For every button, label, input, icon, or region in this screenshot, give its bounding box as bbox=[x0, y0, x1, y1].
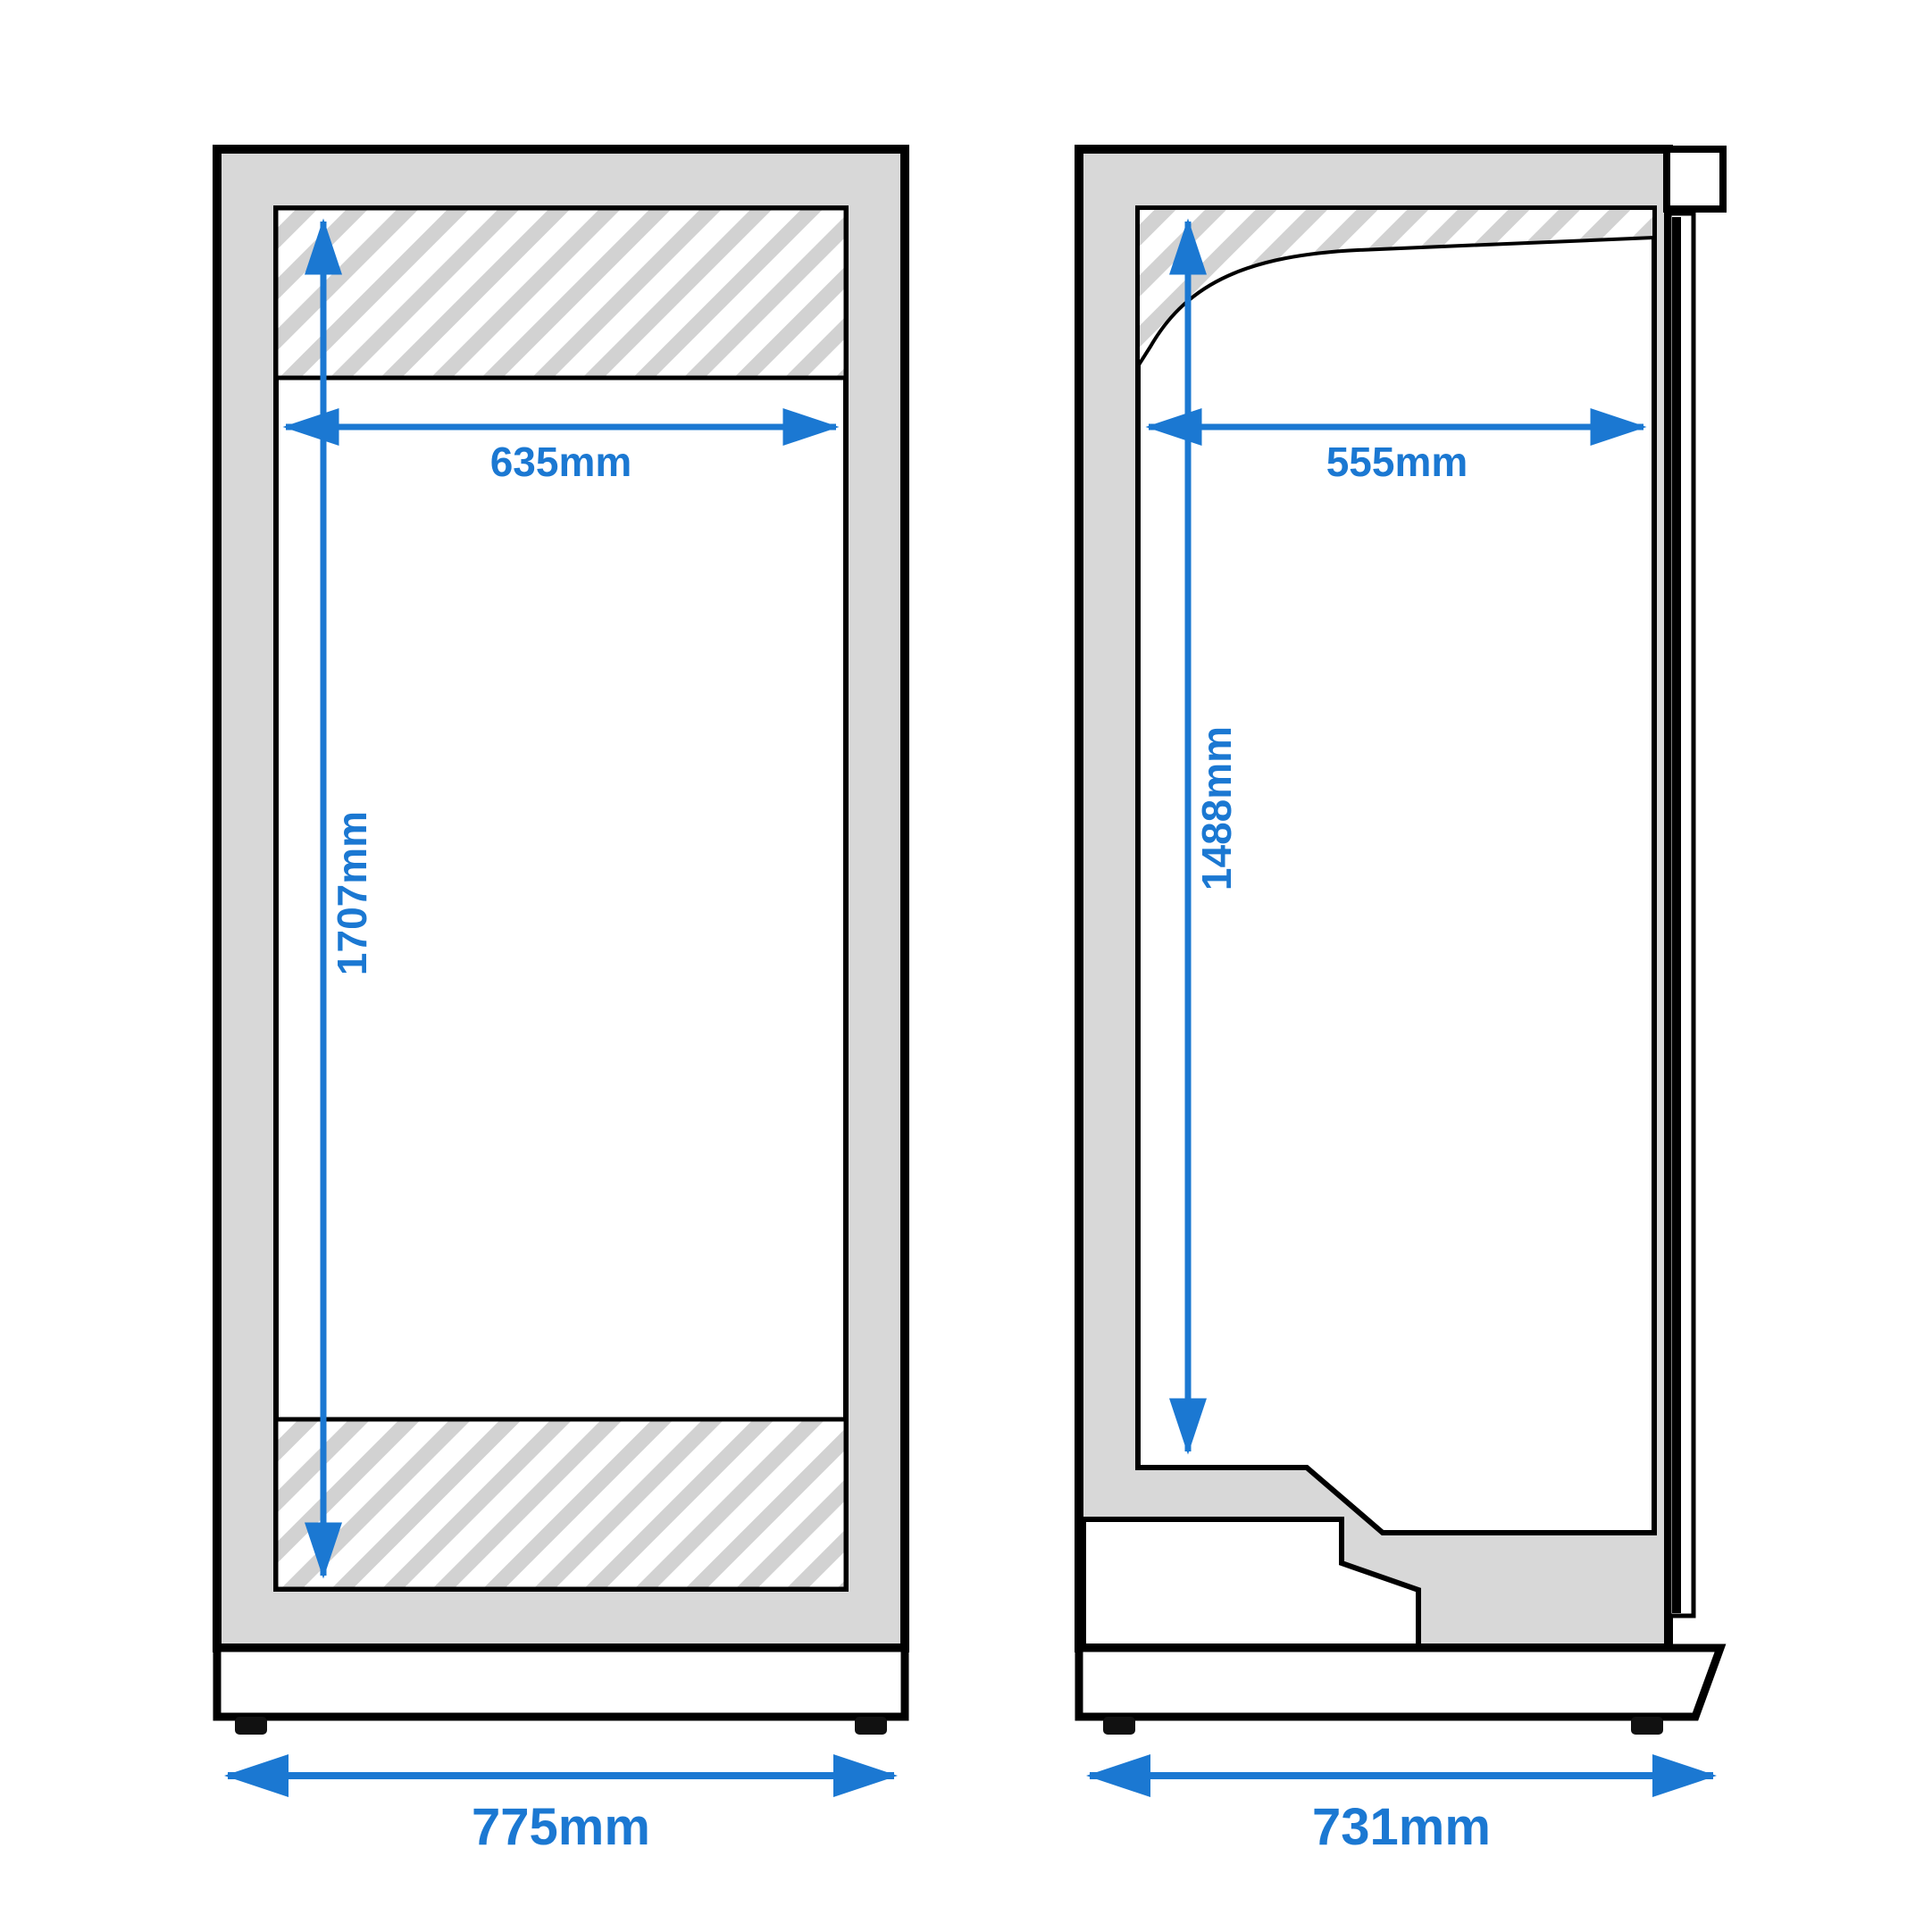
front-view: 635mm 1707mm 775mm bbox=[213, 145, 909, 1856]
side-foot-right bbox=[1631, 1717, 1663, 1735]
front-hatch-panel-top bbox=[273, 205, 849, 381]
front-height-dimension: 1707mm bbox=[305, 218, 375, 1579]
front-foot-left bbox=[235, 1717, 267, 1735]
front-hatch-panel-bottom bbox=[273, 1417, 849, 1592]
side-height-label: 1488mm bbox=[1193, 726, 1240, 891]
side-foot-left bbox=[1103, 1717, 1135, 1735]
front-width-dimension: 635mm bbox=[282, 408, 840, 485]
side-depth-label: 555mm bbox=[1326, 439, 1468, 485]
front-height-label: 1707mm bbox=[329, 811, 375, 975]
front-overall-width-label: 775mm bbox=[472, 1798, 650, 1856]
front-overall-width-dimension: 775mm bbox=[224, 1754, 898, 1856]
side-hatch-panel-top bbox=[1136, 206, 1656, 372]
front-foot-right bbox=[855, 1717, 887, 1735]
side-view: 555mm 1488mm 731mm bbox=[1075, 145, 1727, 1856]
side-overall-depth-dimension: 731mm bbox=[1086, 1754, 1717, 1856]
front-plinth bbox=[213, 1643, 909, 1721]
front-width-label: 635mm bbox=[490, 439, 632, 485]
side-plinth bbox=[1075, 1643, 1727, 1721]
side-top-hinge-block bbox=[1663, 146, 1727, 213]
side-height-dimension: 1488mm bbox=[1169, 218, 1240, 1455]
side-depth-dimension: 555mm bbox=[1145, 408, 1647, 485]
side-overall-depth-label: 731mm bbox=[1312, 1798, 1491, 1856]
